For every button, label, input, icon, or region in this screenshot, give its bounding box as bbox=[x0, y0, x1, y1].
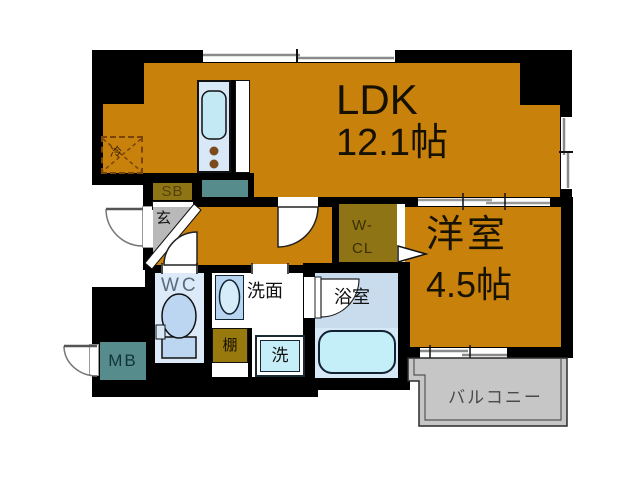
doorway-ldk bbox=[278, 197, 318, 207]
ldk-label: LDK bbox=[336, 76, 418, 123]
shelf-box: 棚 bbox=[212, 328, 248, 363]
balcony-label: バルコニー bbox=[448, 388, 543, 407]
kitchen-knob-1 bbox=[209, 146, 219, 156]
kitchen-counter-white bbox=[235, 80, 250, 173]
door-arc-bathroom bbox=[320, 278, 360, 318]
western-entry-arrow bbox=[397, 245, 429, 263]
balcony-floor bbox=[407, 357, 568, 427]
walk-in-closet-label: W- CL bbox=[352, 214, 373, 261]
bathroom-door-leaf bbox=[314, 276, 322, 319]
wall-entry-post-upper bbox=[143, 185, 154, 208]
western-room-size-label: 4.5帖 bbox=[426, 264, 513, 305]
window-divider-glazing bbox=[418, 198, 550, 205]
western-room-label: 洋室 bbox=[426, 214, 509, 256]
meter-box: MB bbox=[100, 342, 146, 380]
wall-left-upper bbox=[92, 50, 103, 185]
wc-door-ticks bbox=[161, 263, 198, 274]
entrance-step-band bbox=[144, 203, 202, 270]
bathtub bbox=[318, 330, 396, 374]
entrance-label: 玄 bbox=[156, 210, 172, 227]
toilet-cistern bbox=[155, 324, 166, 340]
washing-machine: 洗 bbox=[255, 335, 305, 377]
washing-machine-inner: 洗 bbox=[260, 340, 300, 372]
wall-ldk-divider bbox=[248, 197, 572, 207]
kitchen-counter-teal bbox=[201, 179, 249, 198]
wcl-line2: CL bbox=[352, 240, 374, 258]
window-ldk-western bbox=[418, 198, 550, 206]
washroom-label: 洗面 bbox=[247, 281, 283, 301]
kitchen-partition bbox=[231, 80, 235, 173]
refrigerator-cross bbox=[102, 138, 142, 172]
window-western-bottom bbox=[420, 348, 507, 358]
window-divider-ticks bbox=[462, 193, 506, 210]
window-right-glazing bbox=[562, 118, 570, 188]
toilet-bowl bbox=[161, 293, 197, 339]
refrigerator-label: 冷 bbox=[110, 145, 123, 159]
wall-genkan-stub bbox=[92, 173, 154, 185]
washer-label: 洗 bbox=[271, 346, 289, 366]
meter-box-label: MB bbox=[108, 351, 138, 371]
refrigerator-space bbox=[101, 136, 143, 174]
kitchen-sink bbox=[201, 90, 227, 140]
wall-right-lower bbox=[561, 197, 573, 358]
shoe-box-label: SB bbox=[161, 182, 184, 200]
balcony-inner-line bbox=[413, 358, 562, 421]
doorway-wc bbox=[161, 264, 198, 274]
wall-above-shoebox bbox=[144, 173, 196, 183]
window-top-glazing bbox=[203, 53, 394, 60]
shelf-label: 棚 bbox=[222, 336, 238, 354]
entrance-door-arc bbox=[105, 208, 144, 247]
door-arc-genkan bbox=[163, 231, 198, 266]
doorway-western bbox=[397, 204, 405, 262]
shelf-separator bbox=[248, 328, 252, 377]
doorway-washroom bbox=[251, 264, 289, 274]
walk-in-closet bbox=[339, 204, 397, 262]
window-west-glazing bbox=[420, 349, 507, 357]
ldk-size-label: 12.1帖 bbox=[336, 122, 448, 164]
wcl-line1: W- bbox=[352, 217, 373, 234]
washroom-door-ticks bbox=[251, 263, 289, 274]
vanity-basin bbox=[218, 279, 241, 315]
toilet-base bbox=[161, 336, 197, 359]
western-room-floor bbox=[404, 207, 561, 349]
wc-label: WC bbox=[161, 275, 199, 296]
kitchen-knob-2 bbox=[209, 159, 219, 169]
door-arc-ldk bbox=[277, 206, 319, 248]
ldk-floor-lower bbox=[248, 150, 560, 197]
meterbox-door-arc bbox=[63, 345, 98, 377]
bathroom-label: 浴室 bbox=[334, 287, 370, 307]
